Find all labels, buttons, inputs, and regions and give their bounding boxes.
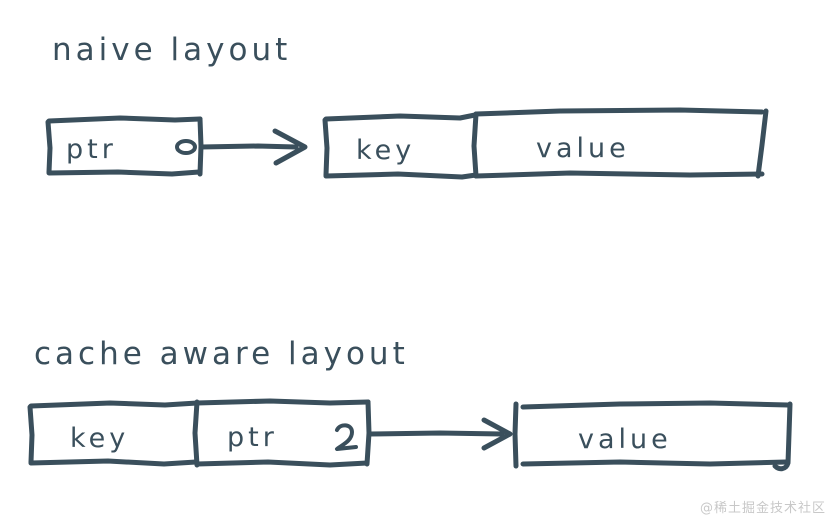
cell-label-value-cache: value bbox=[578, 424, 672, 455]
section-title-cache-aware: cache aware layout bbox=[34, 336, 409, 372]
pointer-dot-icon bbox=[175, 139, 197, 155]
section-naive-layout: naive layout ptr bbox=[45, 32, 769, 180]
arrow-ptr-to-value bbox=[366, 417, 513, 451]
cell-label-ptr-naive: ptr bbox=[66, 134, 117, 165]
cell-label-value-naive: value bbox=[536, 133, 630, 164]
section-title-naive: naive layout bbox=[52, 32, 291, 68]
cell-label-key-cache: key bbox=[70, 423, 129, 454]
cell-label-ptr-cache: ptr bbox=[227, 422, 278, 453]
box-key-value-naive bbox=[322, 107, 769, 180]
arrow-ptr-to-key bbox=[198, 128, 308, 166]
box-ptr-naive bbox=[45, 115, 204, 177]
cell-label-key-naive: key bbox=[356, 135, 415, 166]
pointer-curl-icon bbox=[335, 423, 358, 451]
box-value-cache bbox=[512, 400, 793, 472]
section-cache-aware-layout: cache aware layout key ptr bbox=[27, 336, 793, 472]
watermark-label: @稀土掘金技术社区 bbox=[699, 501, 826, 516]
